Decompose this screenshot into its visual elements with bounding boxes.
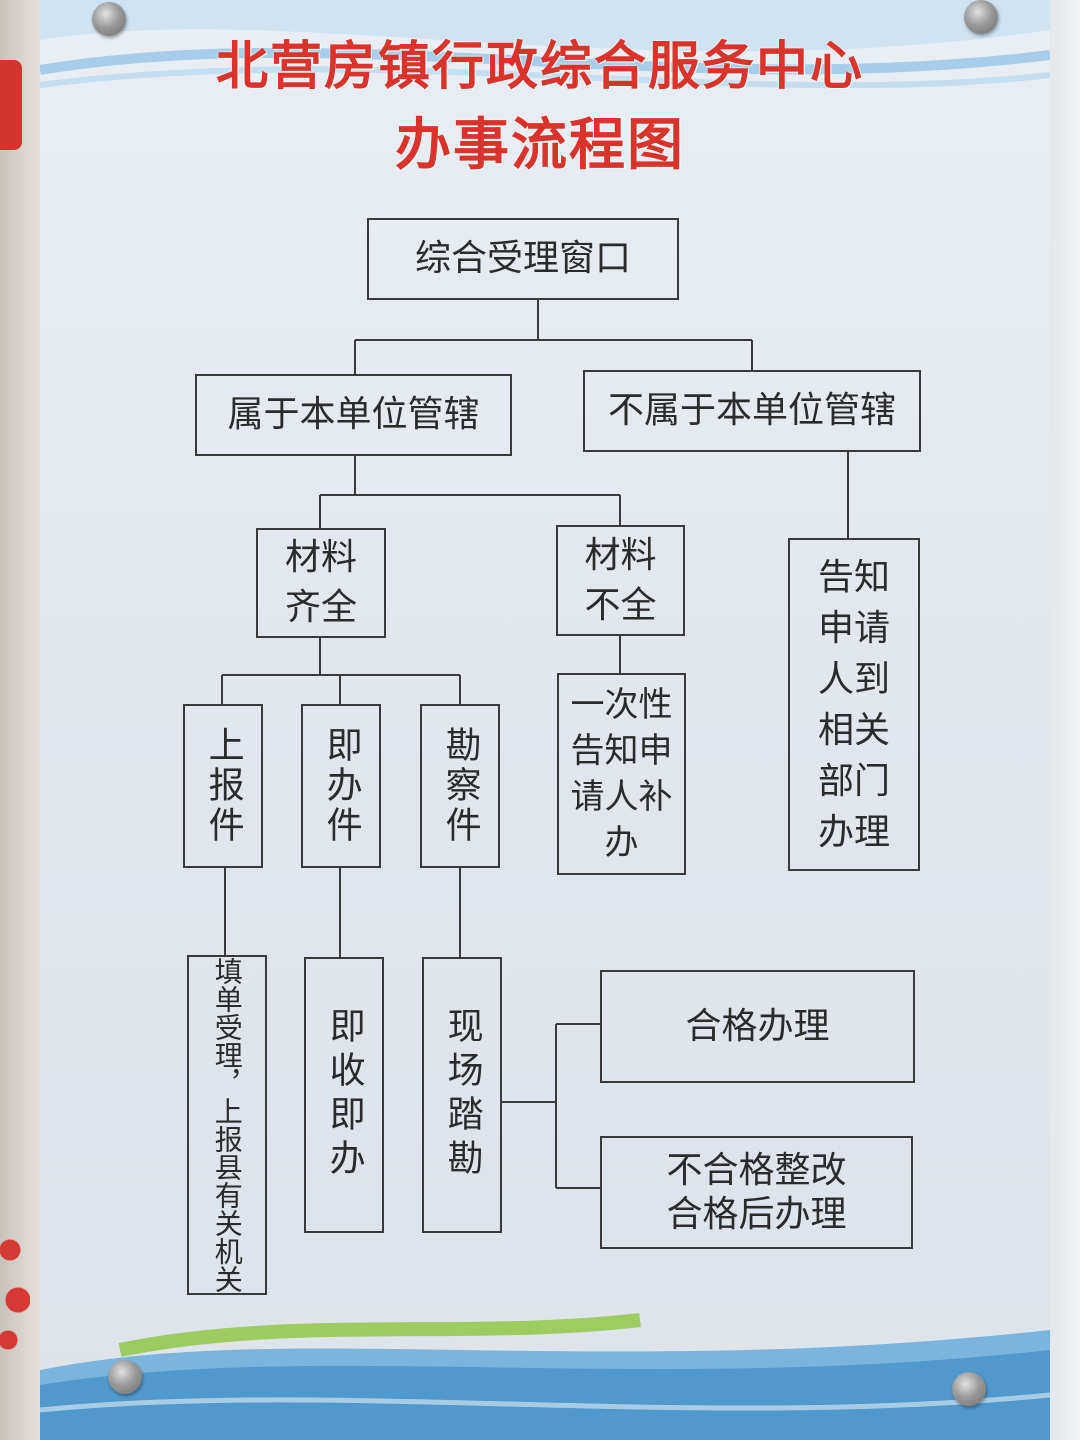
wall-right [1050,0,1080,1440]
node-unqualified-line2: 合格后办理 [666,1193,847,1235]
wall-decoration [0,60,22,150]
node-incomplete: 材料不全 [556,525,685,636]
page-subtitle: 办事流程图 [395,113,685,178]
node-report-step: 填单受理，上报县有关机关 [187,955,267,1295]
wall-left [0,0,40,1440]
node-complete-label: 材料齐全 [284,537,357,628]
node-not-belongs: 不属于本单位管辖 [583,370,921,452]
node-qualified-label: 合格办理 [685,1005,830,1047]
node-complete: 材料齐全 [256,528,386,638]
node-instant-step-label: 即收即办 [323,1007,365,1183]
node-window: 综合受理窗口 [367,218,679,300]
connector-complete [221,638,461,704]
wall-decoration-dots [0,1220,30,1360]
node-instant-step: 即收即办 [304,957,384,1233]
page-title: 北营房镇行政综合服务中心 [215,37,864,97]
node-report-step-label: 填单受理，上报县有关机关 [210,957,244,1293]
node-incomplete-label: 材料不全 [584,534,657,626]
connector-window [354,298,753,374]
bottom-wave-decoration [40,1313,1050,1440]
node-refer: 告知申请人到相关部门办理 [788,538,920,871]
node-survey-step: 现场踏勘 [422,957,502,1233]
screw-icon [92,2,126,36]
node-instant: 即办件 [301,704,381,868]
node-report-label: 上报件 [202,726,244,846]
node-belongs: 属于本单位管辖 [195,374,512,456]
node-report: 上报件 [183,704,263,868]
node-survey-step-label: 现场踏勘 [441,1007,483,1183]
node-belongs-label: 属于本单位管辖 [227,394,480,436]
node-window-label: 综合受理窗口 [414,238,631,280]
node-survey: 勘察件 [420,704,500,868]
top-wave-decoration [40,0,1050,89]
node-not-belongs-label: 不属于本单位管辖 [607,390,896,432]
node-refer-label: 告知申请人到相关部门办理 [817,556,890,853]
screw-icon [108,1360,142,1394]
node-instant-label: 即办件 [320,726,362,846]
node-notify-once-label: 一次性告知申请人补办 [570,685,673,863]
connector-belongs [319,454,621,528]
node-unqualified-line1: 不合格整改 [666,1150,847,1192]
node-notify-once: 一次性告知申请人补办 [557,673,686,875]
screw-icon [952,1372,986,1406]
node-survey-label: 勘察件 [439,726,481,846]
board-panel [40,0,1050,1440]
node-unqualified: 不合格整改 合格后办理 [600,1136,913,1249]
node-qualified: 合格办理 [600,970,915,1083]
screw-icon [964,0,998,34]
connector-survey-step [500,1023,600,1189]
